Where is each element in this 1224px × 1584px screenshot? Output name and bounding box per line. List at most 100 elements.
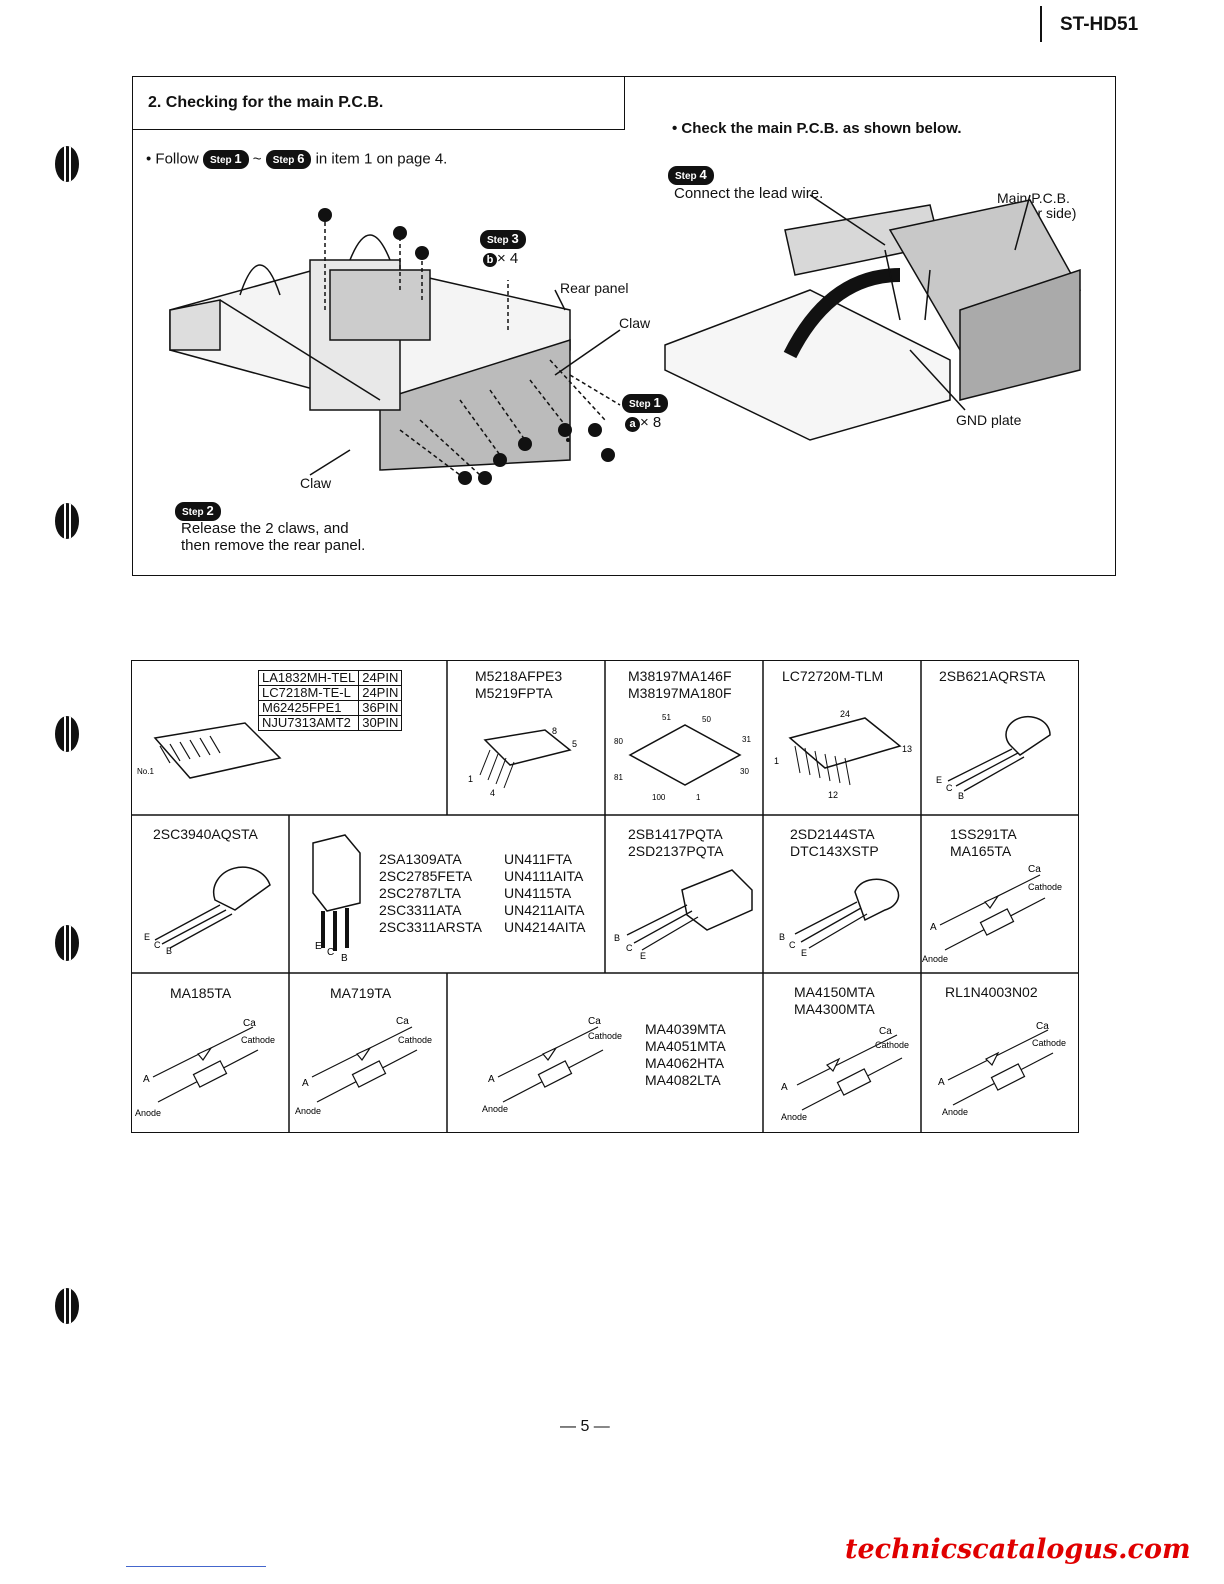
- svg-text:A: A: [781, 1082, 788, 1093]
- binder-hole-icon: [55, 503, 79, 539]
- follow-prefix: • Follow: [146, 150, 199, 168]
- transistor-to220-icon: ECB: [312, 834, 361, 963]
- step2-badge: Step 2: [175, 502, 221, 521]
- pcb-illustration: [664, 194, 1082, 441]
- svg-text:E: E: [144, 932, 150, 942]
- svg-text:C: C: [789, 940, 796, 950]
- svg-text:Ca: Ca: [588, 1016, 601, 1027]
- svg-text:Anode: Anode: [482, 1104, 508, 1114]
- svg-text:B: B: [614, 933, 620, 943]
- svg-text:30: 30: [740, 767, 749, 776]
- step1-quantity: a× 8: [625, 414, 661, 432]
- diode-icon: Ca Cathode A Anode: [482, 1016, 622, 1114]
- svg-text:Anode: Anode: [922, 954, 948, 964]
- svg-text:A: A: [302, 1078, 309, 1089]
- svg-text:A: A: [143, 1074, 150, 1085]
- svg-text:1: 1: [468, 774, 473, 784]
- step4-badge: Step 4: [668, 166, 714, 185]
- svg-text:A: A: [488, 1074, 495, 1085]
- svg-text:B: B: [779, 932, 785, 942]
- svg-text:E: E: [315, 941, 322, 952]
- svg-text:Ca: Ca: [243, 1018, 256, 1029]
- follow-tilde: ~: [252, 150, 262, 168]
- svg-text:Cathode: Cathode: [875, 1040, 909, 1050]
- svg-text:A: A: [930, 922, 937, 933]
- diode-icon: Ca Cathode A Anode: [938, 1021, 1066, 1117]
- transistor-mini-icon: BCE: [779, 878, 900, 958]
- binder-hole-icon: [55, 925, 79, 961]
- claw-label: Claw: [619, 315, 651, 331]
- transistor-power-icon: BCE: [614, 869, 753, 960]
- svg-text:Cathode: Cathode: [588, 1031, 622, 1041]
- step1-badge: Step 1: [622, 394, 668, 413]
- part-rl1n4003: RL1N4003N02: [945, 984, 1038, 1000]
- svg-text:80: 80: [614, 737, 623, 746]
- diode-icon: Ca Cathode A Anode: [781, 1026, 909, 1122]
- gnd-plate-label: GND plate: [956, 412, 1022, 428]
- page-number: — 5 —: [560, 1418, 610, 1435]
- binder-hole-icon: [55, 716, 79, 752]
- follow-instruction: • Follow Step 1 ~ Step 6 in item 1 on pa…: [146, 150, 447, 169]
- svg-text:24: 24: [840, 709, 850, 719]
- svg-text:E: E: [936, 775, 942, 785]
- svg-text:Ca: Ca: [879, 1026, 892, 1037]
- svg-text:B: B: [166, 946, 172, 955]
- svg-text:C: C: [327, 947, 334, 958]
- svg-text:81: 81: [614, 773, 623, 782]
- svg-text:B: B: [958, 791, 964, 800]
- svg-text:4: 4: [490, 788, 495, 798]
- section-title: 2. Checking for the main P.C.B.: [132, 76, 625, 130]
- svg-text:31: 31: [742, 735, 751, 744]
- svg-text:Cathode: Cathode: [241, 1035, 275, 1045]
- svg-text:Anode: Anode: [942, 1107, 968, 1117]
- diode-icon: Ca Cathode A Anode: [135, 1018, 275, 1118]
- svg-text:Anode: Anode: [135, 1108, 161, 1118]
- svg-text:51: 51: [662, 713, 671, 722]
- part-2sb621: 2SB621AQRSTA: [939, 668, 1046, 684]
- svg-text:C: C: [154, 940, 161, 950]
- svg-text:No.1: No.1: [137, 767, 154, 776]
- transistor-to92-icon: ECB: [936, 715, 1051, 800]
- part-lc72720: LC72720M-TLM: [782, 668, 884, 684]
- svg-text:12: 12: [828, 790, 838, 800]
- step3-quantity: b× 4: [483, 250, 518, 267]
- svg-text:5: 5: [572, 739, 577, 749]
- svg-text:E: E: [801, 948, 807, 958]
- rear-panel-label: Rear panel: [560, 280, 629, 296]
- check-note: • Check the main P.C.B. as shown below.: [672, 120, 962, 137]
- svg-text:Anode: Anode: [781, 1112, 807, 1122]
- footer-rule: [126, 1566, 266, 1567]
- chassis-illustration: [169, 208, 621, 485]
- binder-hole-icon: [55, 1288, 79, 1324]
- claw-label-bottom: Claw: [300, 475, 332, 491]
- step-badge: Step 1: [202, 150, 249, 169]
- svg-text:C: C: [626, 943, 633, 953]
- svg-text:Ca: Ca: [1036, 1021, 1049, 1032]
- step3-badge: Step 3: [480, 230, 526, 249]
- svg-text:E: E: [640, 951, 646, 960]
- svg-text:Cathode: Cathode: [398, 1035, 432, 1045]
- svg-text:Ca: Ca: [1028, 864, 1041, 875]
- svg-text:1: 1: [774, 756, 779, 766]
- ic-sop-icon: No.1: [137, 722, 282, 779]
- follow-suffix: in item 1 on page 4.: [315, 150, 448, 168]
- step-badge: Step 6: [265, 150, 312, 169]
- part-ma719: MA719TA: [330, 985, 392, 1001]
- svg-text:Ca: Ca: [396, 1016, 409, 1027]
- step2-text: Release the 2 claws, and then remove the…: [181, 520, 366, 554]
- diode-icon: Ca Cathode A Anode: [295, 1016, 432, 1116]
- transistor-to92l-icon: ECB: [144, 866, 271, 955]
